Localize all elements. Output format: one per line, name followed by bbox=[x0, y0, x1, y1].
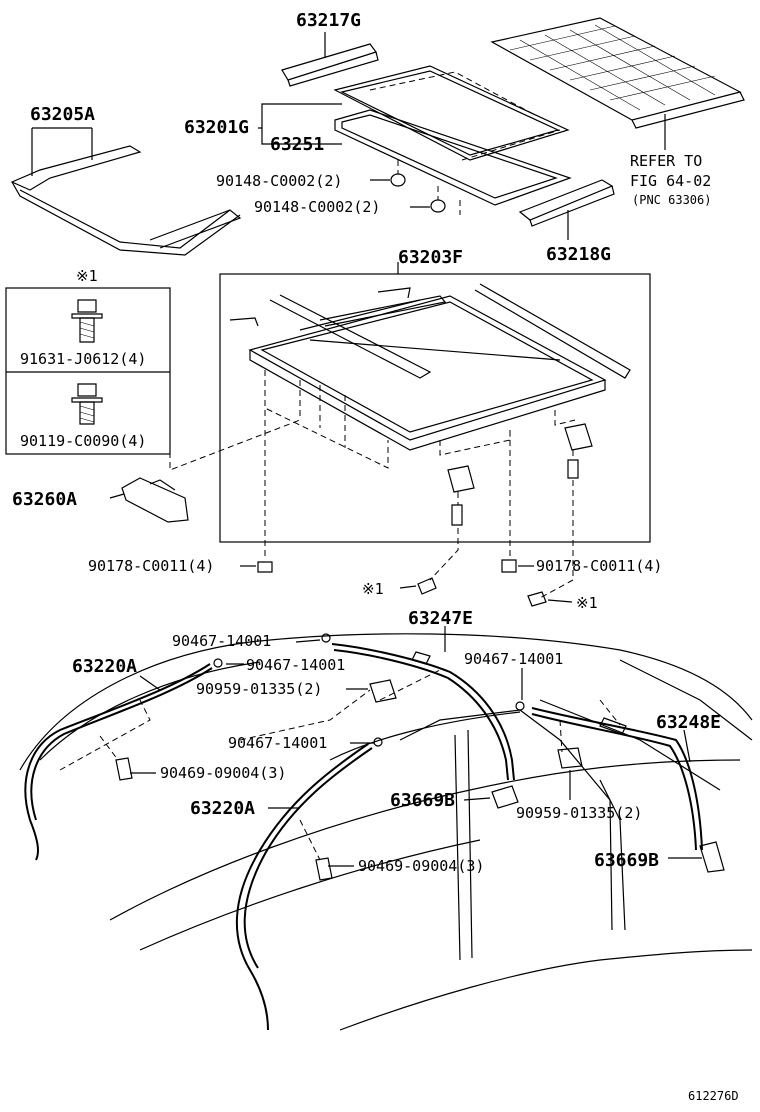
label-90467-c: 90467-14001 bbox=[464, 650, 563, 668]
housing-box bbox=[219, 273, 651, 543]
part-63251-seal bbox=[334, 109, 572, 206]
sunshade-drawing bbox=[490, 17, 745, 150]
label-90119: 90119-C0090(4) bbox=[20, 432, 146, 450]
label-63248E: 63248E bbox=[656, 712, 721, 733]
label-63669B-b: 63669B bbox=[594, 850, 659, 871]
label-63217G: 63217G bbox=[296, 10, 361, 31]
label-63220A-a: 63220A bbox=[72, 656, 137, 677]
label-90469-a: 90469-09004(3) bbox=[160, 764, 286, 782]
part-63217G-drawing bbox=[281, 32, 379, 87]
label-refer-line3: (PNC 63306) bbox=[632, 193, 711, 207]
bolt-box bbox=[5, 287, 171, 455]
label-90178-b: 90178-C0011(4) bbox=[536, 557, 662, 575]
part-63203F-housing bbox=[229, 283, 631, 451]
label-63201G: 63201G bbox=[184, 117, 249, 138]
label-91631: 91631-J0612(4) bbox=[20, 350, 146, 368]
drain-hoses bbox=[24, 643, 703, 1031]
label-leaders bbox=[130, 626, 702, 867]
label-note-1: ※1 bbox=[76, 267, 98, 285]
label-63251: 63251 bbox=[270, 134, 324, 155]
part-63260A-motor bbox=[109, 477, 189, 523]
label-63260A: 63260A bbox=[12, 489, 77, 510]
bracket-drawing bbox=[447, 423, 593, 526]
label-90959-a: 90959-01335(2) bbox=[196, 680, 322, 698]
label-90178-a: 90178-C0011(4) bbox=[88, 557, 214, 575]
label-90148-b: 90148-C0002(2) bbox=[254, 198, 380, 216]
label-90467-d: 90467-14001 bbox=[228, 734, 327, 752]
label-63669B-a: 63669B bbox=[390, 790, 455, 811]
label-note-1b: ※1 bbox=[576, 594, 598, 612]
part-63205A-frame bbox=[10, 127, 242, 256]
label-note-1a: ※1 bbox=[362, 580, 384, 598]
label-63203F: 63203F bbox=[398, 247, 463, 268]
label-63218G: 63218G bbox=[546, 244, 611, 265]
car-body-outline bbox=[19, 633, 753, 1031]
fastener-drawing bbox=[240, 410, 574, 607]
label-90148-a: 90148-C0002(2) bbox=[216, 172, 342, 190]
label-63220A-b: 63220A bbox=[190, 798, 255, 819]
figure-code: 612276D bbox=[688, 1089, 739, 1103]
hose-fittings bbox=[115, 633, 725, 881]
label-refer-line1: REFER TO bbox=[630, 152, 702, 170]
bottom-leaders bbox=[59, 669, 621, 861]
label-90467-b: 90467-14001 bbox=[246, 656, 345, 674]
label-90467-a: 90467-14001 bbox=[172, 632, 271, 650]
nut-90148-drawing bbox=[370, 160, 461, 215]
housing-leaders bbox=[169, 370, 576, 471]
label-63205A: 63205A bbox=[30, 104, 95, 125]
label-90959-b: 90959-01335(2) bbox=[516, 804, 642, 822]
label-refer-line2: FIG 64-02 bbox=[630, 172, 711, 190]
label-90469-b: 90469-09004(3) bbox=[358, 857, 484, 875]
part-63218G-drawing bbox=[518, 179, 615, 240]
label-63247E: 63247E bbox=[408, 608, 473, 629]
